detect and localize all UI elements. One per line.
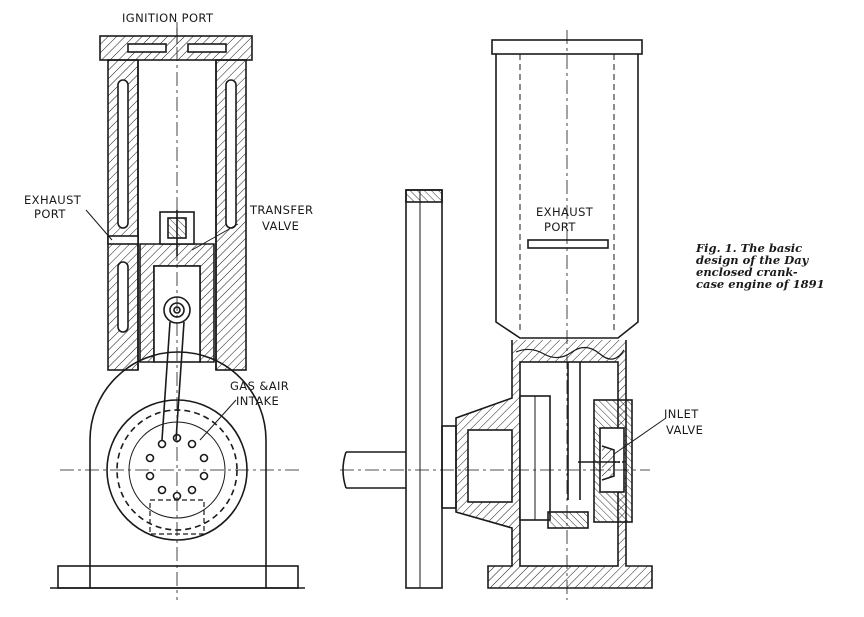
- figure-caption: Fig. 1. The basic design of the Day encl…: [696, 242, 846, 290]
- label-exhaust-port-right-line1: EXHAUST: [536, 205, 594, 219]
- label-transfer-valve-line1: TRANSFER: [249, 203, 313, 217]
- caption-line-4: case engine of 1891: [696, 277, 825, 291]
- caption-line-3: enclosed crank-: [696, 265, 798, 279]
- label-exhaust-port-left-line1: EXHAUST: [24, 193, 82, 207]
- label-transfer-valve-line2: VALVE: [262, 219, 299, 233]
- label-gas-air-intake-line2: INTAKE: [236, 394, 279, 408]
- left-section-view: [50, 22, 305, 600]
- right-elevation-view: [340, 30, 667, 600]
- caption-line-2: design of the Day: [696, 253, 809, 267]
- label-exhaust-port-left-line2: PORT: [34, 207, 66, 221]
- label-ignition-port: IGNITION PORT: [122, 11, 214, 25]
- drawing-labels: IGNITION PORT EXHAUST PORT TRANSFER VALV…: [24, 11, 703, 437]
- caption-line-1: Fig. 1. The basic: [696, 241, 803, 255]
- label-inlet-valve-line2: VALVE: [666, 423, 703, 437]
- label-gas-air-intake-line1: GAS &AIR: [230, 379, 289, 393]
- label-inlet-valve-line1: INLET: [664, 407, 699, 421]
- label-exhaust-port-right-line2: PORT: [544, 220, 576, 234]
